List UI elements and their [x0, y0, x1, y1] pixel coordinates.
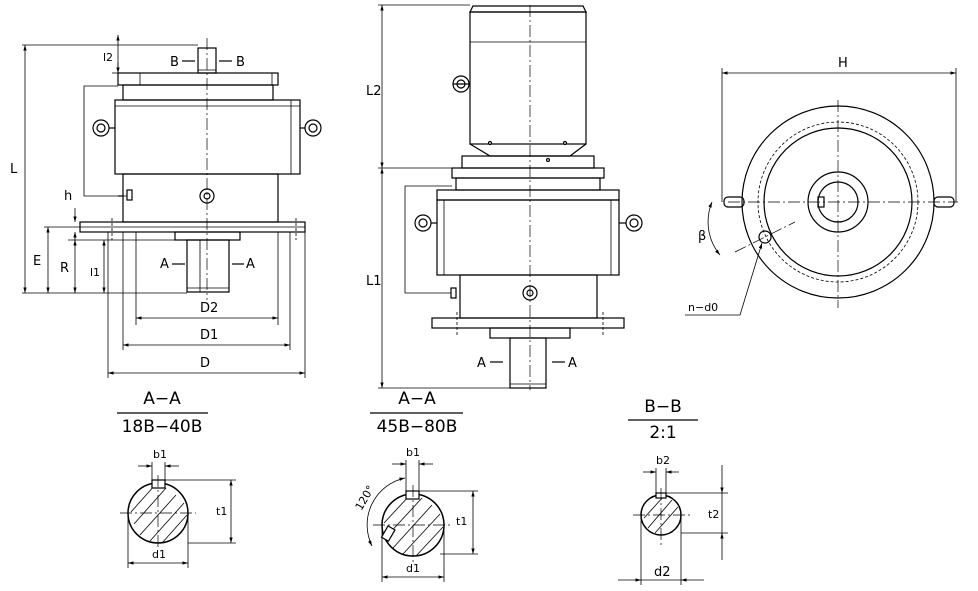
section1-title: A−A [143, 389, 181, 409]
section2-subtitle: 45B−80B [377, 417, 458, 437]
dim-D: D [200, 356, 210, 371]
section2-d1: d1 [406, 562, 420, 575]
dim-l2: l2 [103, 51, 113, 64]
section2-angle: 120° [353, 483, 378, 512]
dim-R: R [60, 261, 69, 276]
section2-b1: b1 [406, 446, 420, 459]
section-AA-small: A−A 18B−40B b1 t1 d1 [117, 389, 236, 568]
section-B-left: B [170, 55, 179, 70]
section3-t2: t2 [708, 508, 719, 521]
section1-d1: d1 [152, 548, 166, 561]
section3-subtitle: 2:1 [649, 423, 676, 443]
section1-subtitle: 18B−40B [122, 417, 203, 437]
section1-b1: b1 [153, 448, 167, 461]
section2-title: A−A [398, 389, 436, 409]
dim-E: E [33, 254, 41, 269]
dim-L1: L1 [366, 274, 382, 289]
angle-beta: β [698, 229, 706, 244]
section-B-right: B [236, 55, 245, 70]
dim-l1: l1 [90, 266, 100, 279]
section3-d2: d2 [654, 565, 671, 580]
top-view: H β n−d0 [685, 56, 958, 316]
front-view-reducer: L l2 B B h E R l1 A A D2 D1 D [10, 35, 322, 378]
dim-h: h [64, 189, 72, 204]
section-A-left-2: A [477, 356, 486, 371]
section-A-right: A [246, 257, 255, 272]
section2-t1: t1 [456, 515, 467, 528]
section-A-right-2: A [568, 356, 577, 371]
dim-D1: D1 [200, 328, 218, 343]
front-view-motor-reducer: A A L2 L1 [366, 4, 643, 390]
dim-L2: L2 [366, 84, 382, 99]
section3-title: B−B [644, 397, 682, 417]
dim-n-d0: n−d0 [688, 301, 718, 314]
dim-L: L [10, 162, 18, 177]
section1-t1: t1 [216, 505, 227, 518]
section-BB: B−B 2:1 b2 t2 d2 [618, 397, 728, 585]
dim-H: H [838, 56, 848, 71]
section-A-left: A [160, 257, 169, 272]
dim-D2: D2 [200, 301, 218, 316]
section3-b2: b2 [656, 454, 670, 467]
section-AA-large: A−A 45B−80B 120° b1 t1 d1 [353, 389, 478, 582]
